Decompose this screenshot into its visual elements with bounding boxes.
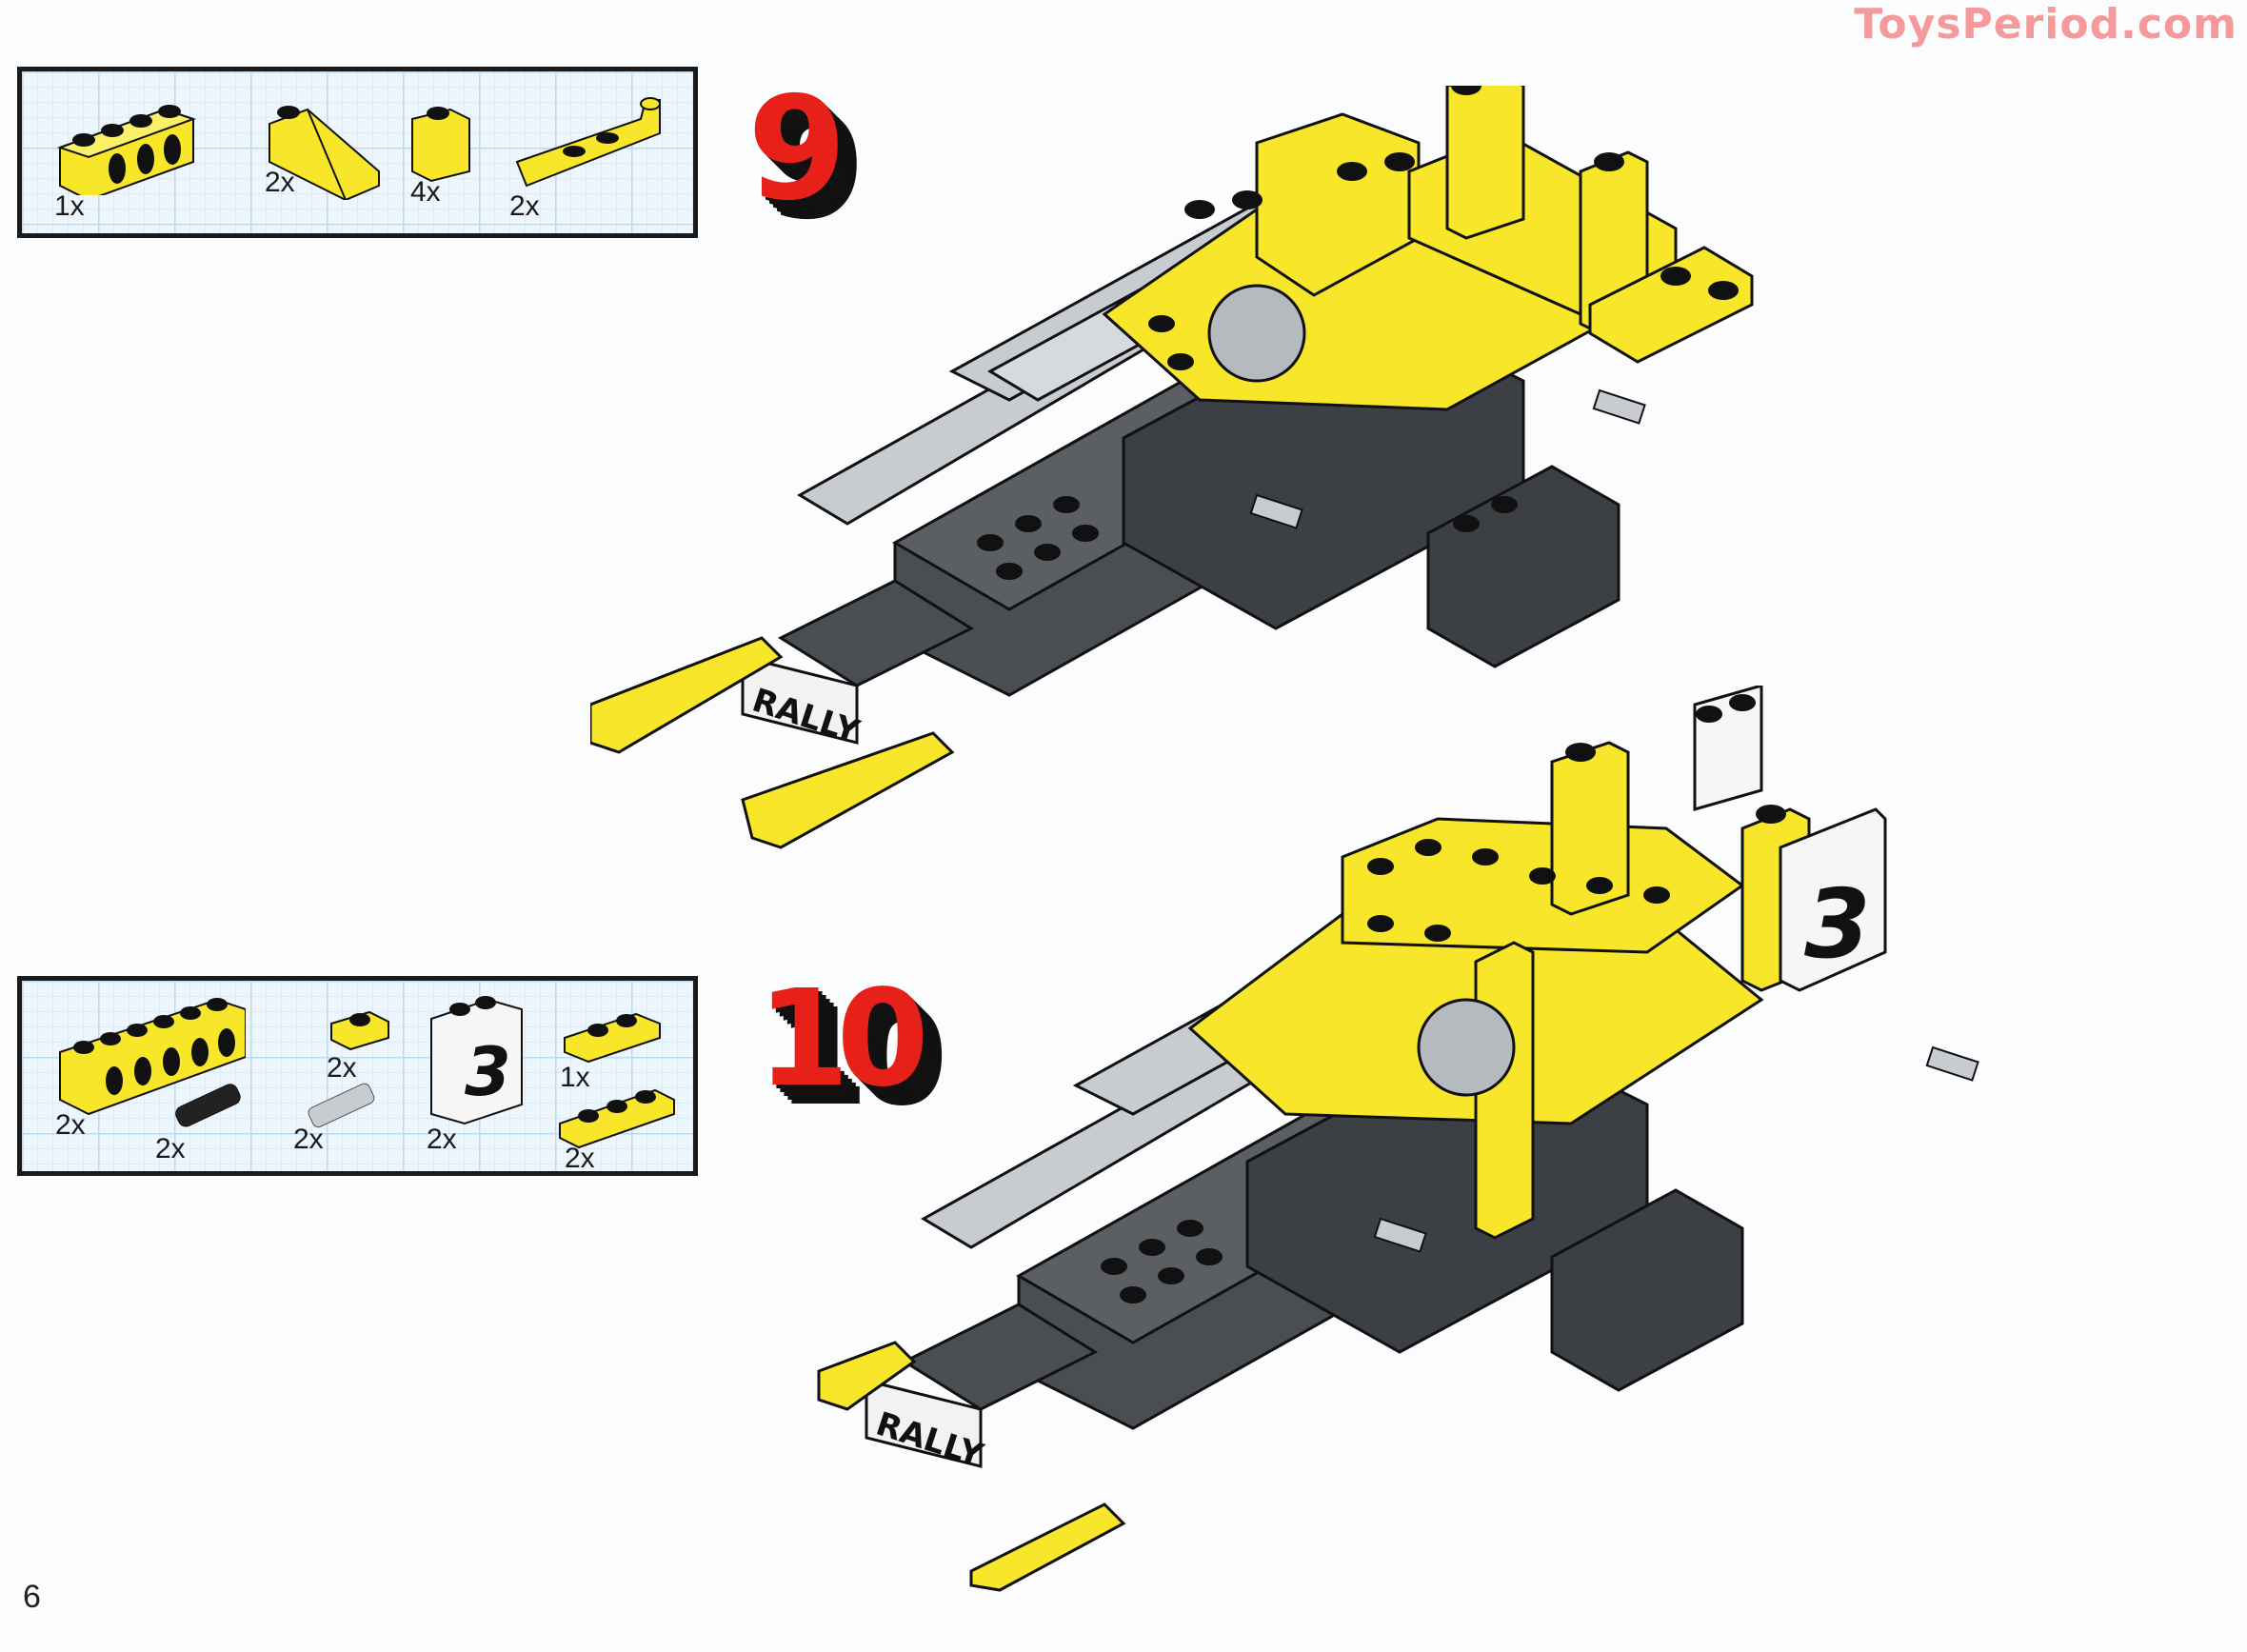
- qty-label: 2x: [327, 1052, 357, 1084]
- plate-1x2-icon: [564, 1012, 661, 1064]
- axle-pin-icon: [308, 1083, 375, 1128]
- qty-label: 2x: [265, 167, 295, 198]
- qty-label: 1x: [560, 1062, 590, 1093]
- parts-list-step-9: 1x 2x 4x 2x: [17, 67, 698, 238]
- qty-label: 4x: [410, 176, 441, 208]
- qty-label: 2x: [509, 190, 540, 222]
- number-panel-icon: 3: [430, 996, 523, 1125]
- model-illustration-step-9: RALLY: [590, 86, 1754, 849]
- plate-1x3-icon: [559, 1088, 675, 1149]
- step-number-10: 10: [757, 962, 929, 1117]
- panel-number: 3: [465, 1033, 511, 1111]
- friction-pin-icon: [175, 1084, 241, 1127]
- qty-label: 2x: [55, 1109, 86, 1141]
- qty-label: 2x: [155, 1133, 186, 1164]
- brick-1x1-icon: [411, 107, 470, 183]
- step-number-9: 9: [747, 67, 847, 232]
- liftarm-icon: [515, 97, 661, 188]
- watermark: ToysPeriod.com: [1854, 0, 2237, 49]
- page-number: 6: [23, 1579, 41, 1615]
- parts-list-step-10: 2x 2x 2x 2x 3 2x 1x 2x: [17, 976, 698, 1176]
- model-illustration-step-10: 3 RALLY: [817, 686, 1979, 1592]
- plate-1x1-icon: [330, 1010, 389, 1051]
- qty-label: 1x: [54, 190, 85, 222]
- qty-label: 2x: [427, 1124, 457, 1155]
- panel-number-3: 3: [1804, 868, 1871, 980]
- slope-brick-icon: [268, 106, 380, 200]
- technic-brick-1x4-icon: [56, 105, 197, 195]
- qty-label: 2x: [293, 1124, 324, 1155]
- qty-label: 2x: [565, 1143, 595, 1174]
- technic-brick-1x6-icon: [59, 998, 246, 1116]
